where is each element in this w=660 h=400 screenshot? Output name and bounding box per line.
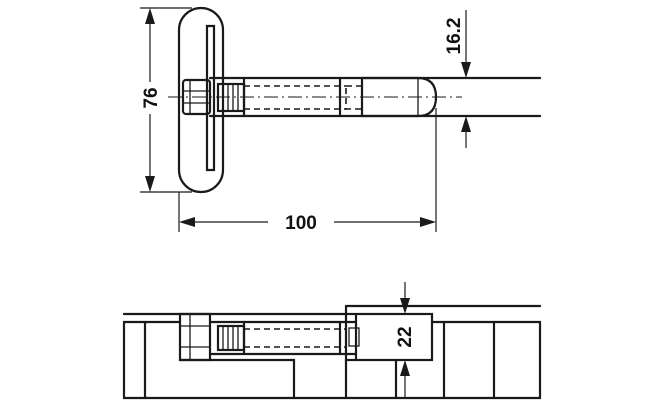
top-view: 76 100 16.2 <box>140 6 542 234</box>
dimension-bolt-diameter: 16.2 <box>444 10 471 148</box>
panel-rails <box>122 304 542 400</box>
dimension-length: 100 <box>178 108 437 234</box>
section-view: 22 <box>122 282 542 400</box>
plate-section <box>178 312 296 362</box>
dimension-label-length: 100 <box>285 213 317 234</box>
dimension-label-height: 76 <box>141 87 162 108</box>
dimension-height: 76 <box>140 7 192 193</box>
section-bolt <box>208 320 358 356</box>
dimension-label-section-height: 22 <box>395 326 416 347</box>
base-plate <box>177 6 225 194</box>
dimension-section-height: 22 <box>395 282 416 398</box>
hex-nut <box>181 78 212 116</box>
dimension-label-bolt-diameter: 16.2 <box>444 18 465 55</box>
connector-housing <box>344 312 434 362</box>
